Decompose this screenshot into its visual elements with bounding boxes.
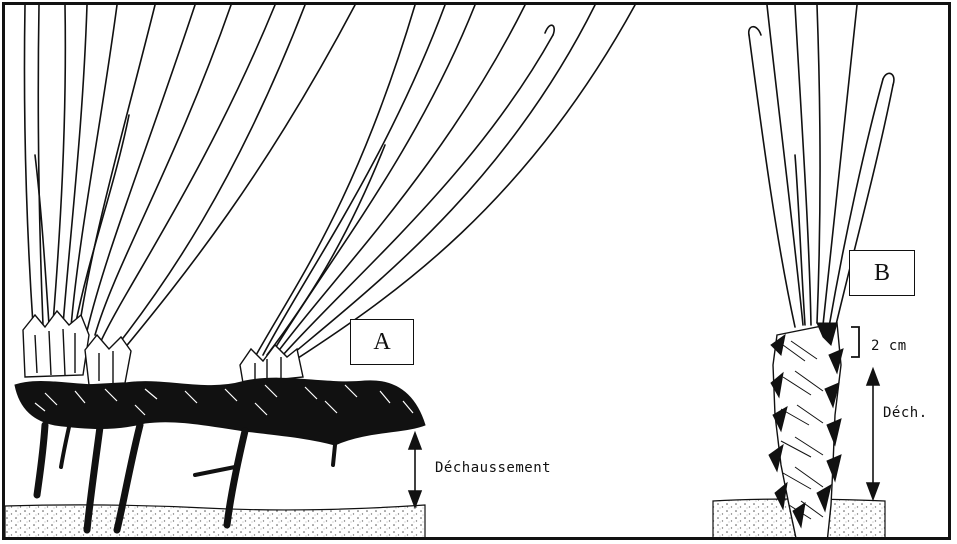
two-cm-bracket xyxy=(851,327,859,357)
label-b-box: B xyxy=(849,250,915,296)
soil-a xyxy=(5,505,425,540)
dechaussement-arrow xyxy=(409,433,421,507)
rhizome-a xyxy=(15,378,425,445)
two-cm-label: 2 cm xyxy=(871,338,907,354)
leaves-a-right xyxy=(113,5,635,360)
dechaussement-label: Déchaussement xyxy=(435,460,551,476)
leaves-a-left xyxy=(24,5,275,341)
dech-arrow xyxy=(867,369,879,499)
dech-label: Déch. xyxy=(883,405,928,421)
label-a-box: A xyxy=(350,319,414,365)
